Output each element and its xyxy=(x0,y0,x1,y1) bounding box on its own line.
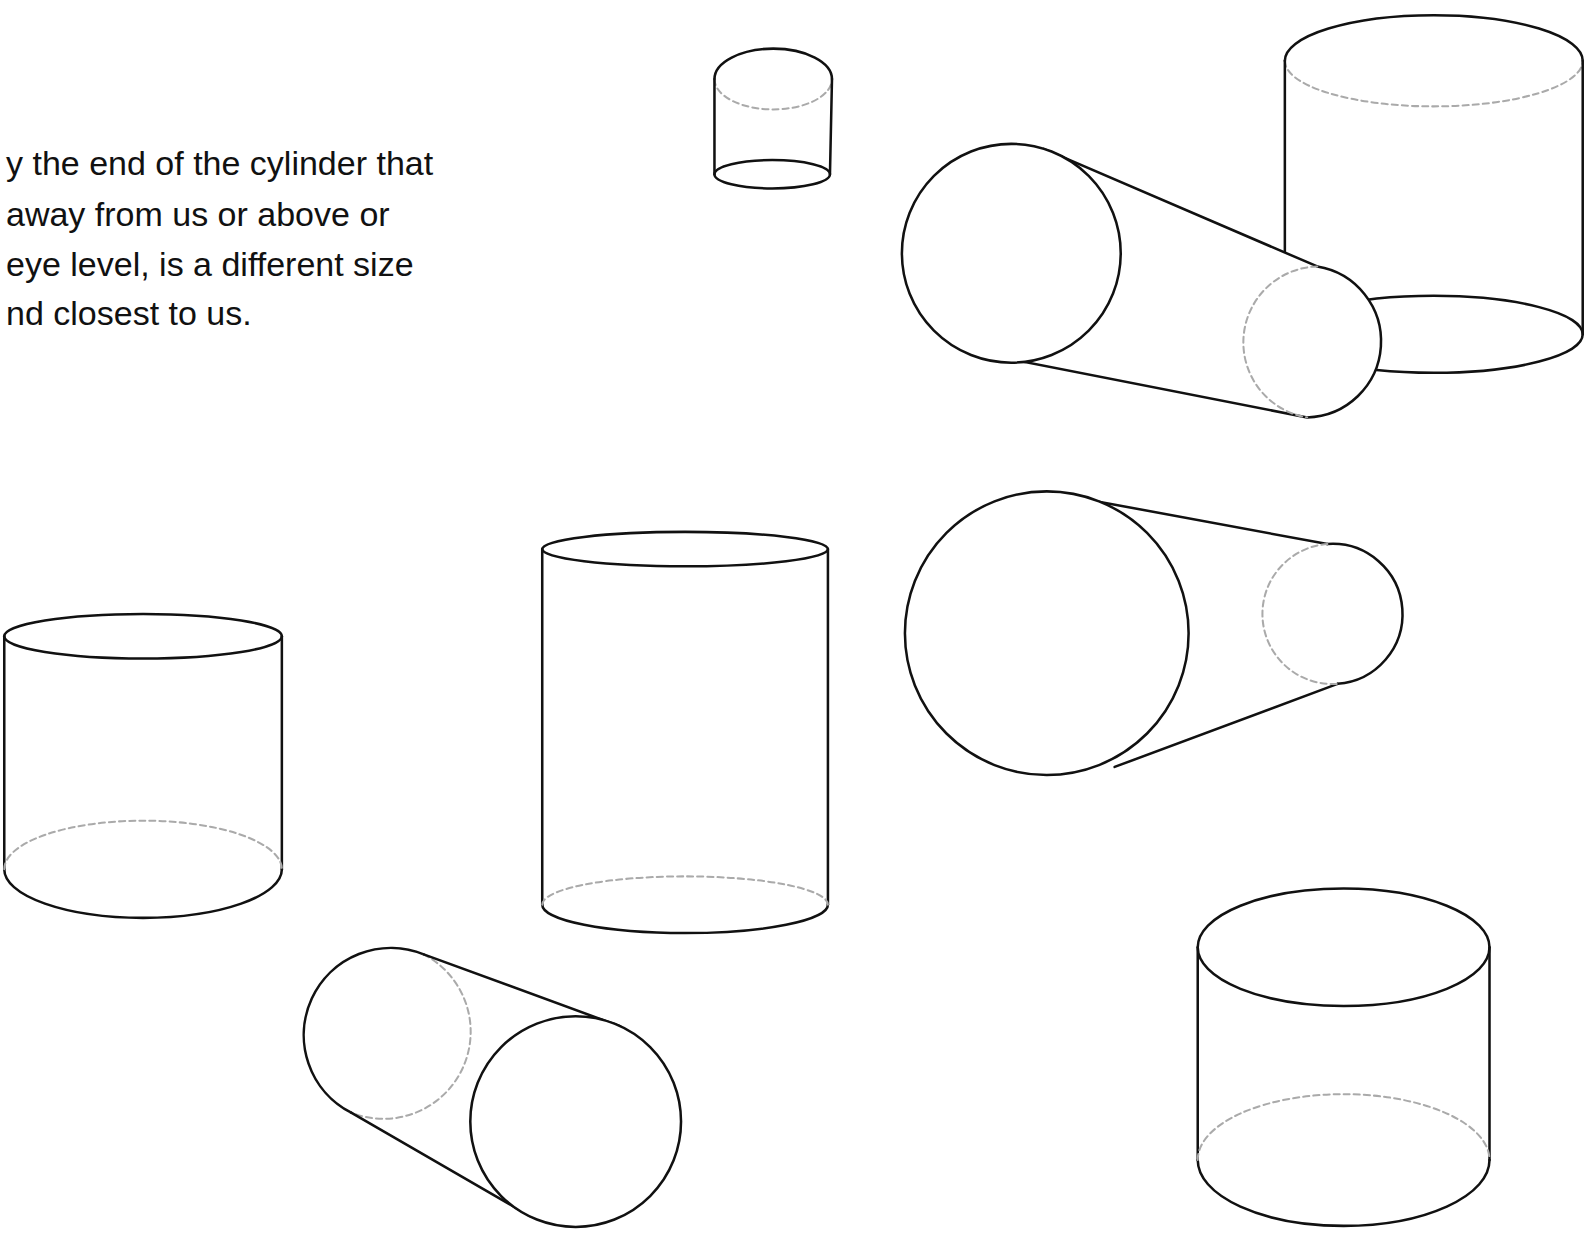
upright-cylinder xyxy=(1198,889,1490,1226)
upright-cylinder xyxy=(4,614,282,918)
tilted-cylinder xyxy=(304,948,681,1227)
note-text: y the end of the cylinder that xyxy=(6,143,433,183)
note-text: eye level, is a different size xyxy=(6,244,414,284)
tilted-cylinder xyxy=(905,491,1403,775)
tilted-cylinder xyxy=(902,144,1381,418)
upright-cylinder xyxy=(542,532,828,933)
note-text: away from us or above or xyxy=(6,194,390,234)
note-text: nd closest to us. xyxy=(6,293,252,333)
small-cylinder xyxy=(714,49,832,189)
